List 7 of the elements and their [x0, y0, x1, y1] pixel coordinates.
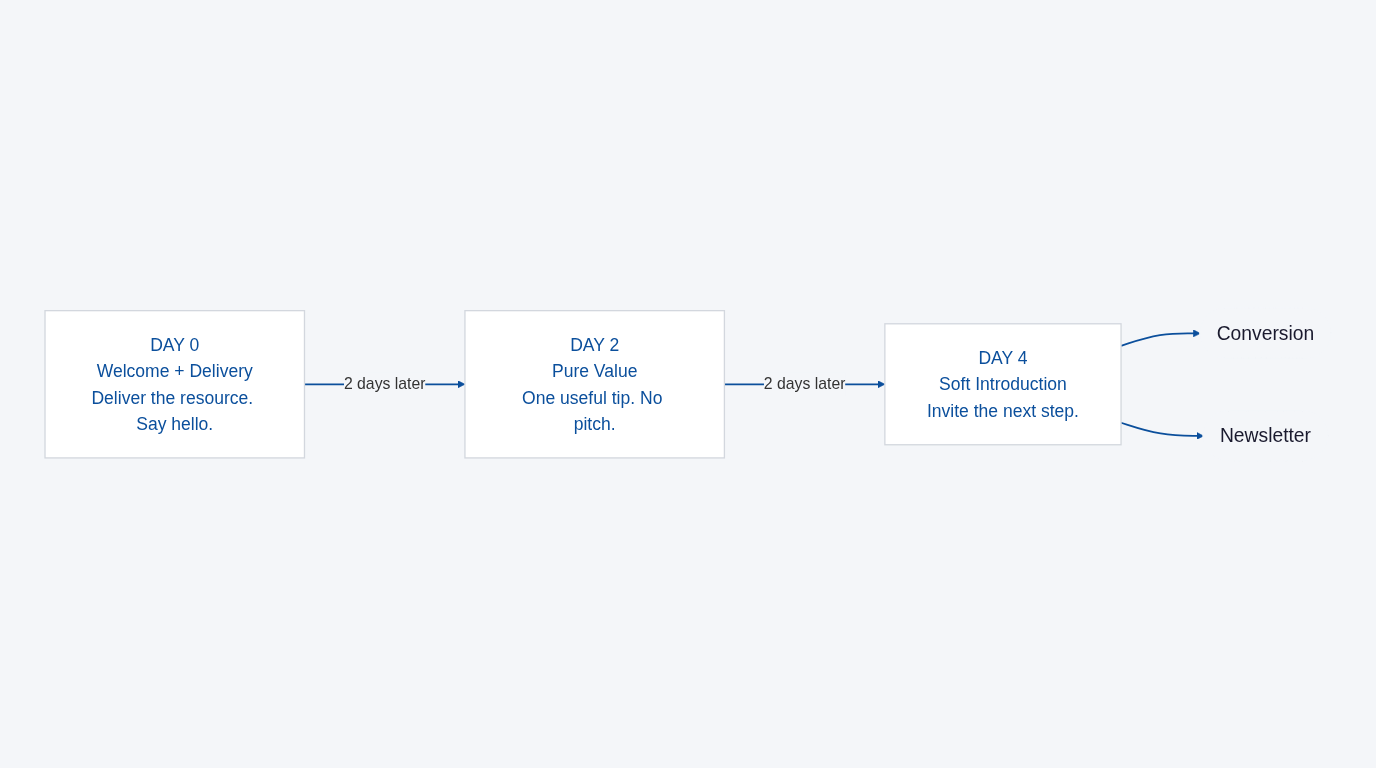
node-box: DAY 0 Welcome + Delivery Deliver the resource. Say hello. — [44, 309, 306, 459]
edge-label: 2 days later — [343, 374, 426, 393]
node-text: Newsletter — [1219, 424, 1312, 447]
node-box: DAY 4 Soft Introduction Invite the next step. — [884, 322, 1122, 446]
edge-label: 2 days later — [763, 374, 846, 393]
node-text: Conversion — [1216, 321, 1315, 344]
node-box: DAY 2 Pure Value One useful tip. No pitch. — [464, 309, 726, 459]
